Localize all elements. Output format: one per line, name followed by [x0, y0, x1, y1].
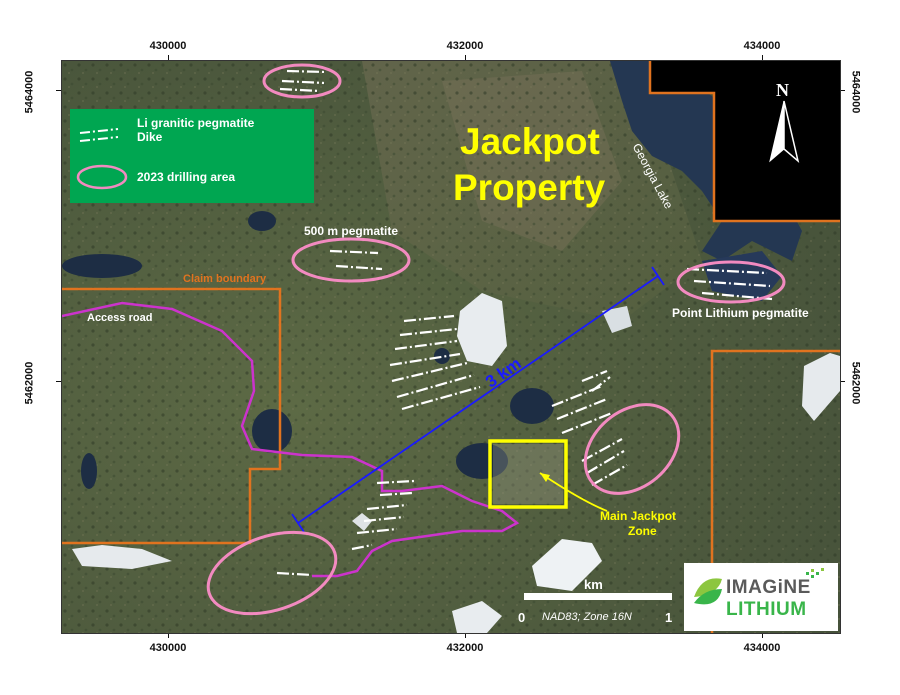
map-title-line2: Property [453, 167, 606, 208]
legend: Li granitic pegmatite Dike 2023 drilling… [70, 109, 314, 203]
snow-lake [602, 306, 632, 333]
map-frame[interactable]: Li granitic pegmatite Dike 2023 drilling… [61, 60, 841, 634]
projection-label: NAD83; Zone 16N [542, 611, 632, 623]
tick-mark [56, 381, 61, 382]
main-zone-label-line1: Main Jackpot [600, 509, 677, 523]
logo-word-imagine: IMAGiNE [726, 577, 811, 598]
legend-drilling-label: 2023 drilling area [137, 170, 236, 184]
off-map-area [650, 61, 840, 221]
snow-lake [457, 293, 507, 366]
snow-lake [352, 513, 372, 531]
lake [248, 211, 276, 231]
x-tick-label-bottom-434000: 434000 [743, 642, 781, 654]
lake [62, 254, 142, 278]
lake [510, 388, 554, 424]
legend-symbols [76, 128, 128, 190]
tick-mark [840, 381, 845, 382]
pegmatite-dikes [276, 69, 773, 577]
lake [456, 443, 508, 479]
map-title-line1: Jackpot [460, 121, 600, 162]
scale-bar [524, 593, 672, 600]
snow-lake [452, 601, 502, 633]
x-tick-label-bottom-430000: 430000 [149, 642, 187, 654]
access-road-label: Access road [87, 312, 153, 324]
y-tick-label-left-5464000: 5464000 [23, 70, 36, 114]
distance-line [291, 266, 665, 533]
point-lithium-label: Point Lithium pegmatite [672, 306, 809, 320]
lake [434, 348, 450, 364]
tick-mark [56, 90, 61, 91]
main-zone-arrowhead [540, 473, 550, 482]
snow-lake [72, 545, 172, 569]
tick-mark [840, 90, 845, 91]
main-zone-interior [493, 444, 563, 504]
leaf-icon [694, 568, 824, 605]
legend-dike-label-line2: Dike [137, 130, 163, 144]
tick-mark [762, 633, 763, 638]
legend-drilling-symbol [76, 164, 128, 190]
x-tick-label-top-432000: 432000 [446, 40, 484, 52]
tick-mark [465, 55, 466, 60]
snow-lake [802, 353, 840, 421]
lake [252, 409, 292, 453]
company-logo: IMAGiNE LITHIUM [684, 563, 838, 631]
y-tick-label-left-5462000: 5462000 [23, 361, 36, 405]
lake [81, 453, 97, 489]
x-tick-label-bottom-432000: 432000 [446, 642, 484, 654]
scale-end-label: 1 [665, 610, 673, 625]
main-zone-box[interactable] [488, 439, 568, 509]
claim-boundary-label: Claim boundary [183, 273, 267, 285]
main-zone-label-line2: Zone [628, 524, 657, 538]
scale-start-label: 0 [518, 610, 526, 625]
access-road [62, 301, 520, 578]
legend-dike-symbol [79, 128, 119, 142]
logo-word-lithium: LITHIUM [726, 599, 807, 620]
x-tick-label-top-434000: 434000 [743, 40, 781, 52]
north-arrow-icon [769, 100, 800, 164]
y-tick-label-right-5464000: 5464000 [849, 70, 862, 114]
snow-lake [532, 539, 602, 591]
drilling-areas [206, 63, 786, 616]
scale-unit-label: km [584, 577, 603, 592]
legend-dike-label-line1: Li granitic pegmatite [137, 116, 255, 130]
x-tick-label-top-430000: 430000 [149, 40, 187, 52]
tick-mark [168, 55, 169, 60]
north-arrow-letter: N [776, 80, 789, 100]
claim-boundary [62, 61, 840, 633]
y-tick-label-right-5462000: 5462000 [849, 361, 862, 405]
tick-mark [168, 633, 169, 638]
tick-mark [762, 55, 763, 60]
pegmatite-500m-label: 500 m pegmatite [304, 224, 399, 238]
tick-mark [465, 633, 466, 638]
